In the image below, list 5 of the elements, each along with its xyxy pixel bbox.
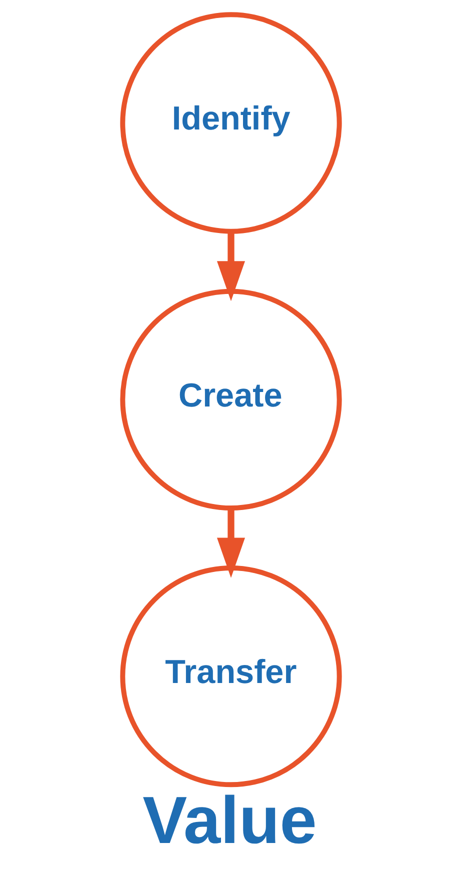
node-circle: Create [120, 288, 342, 510]
node-circle: Transfer [120, 566, 342, 788]
arrow [216, 508, 246, 578]
node-circle: Identify [120, 12, 342, 234]
arrow [216, 232, 246, 302]
